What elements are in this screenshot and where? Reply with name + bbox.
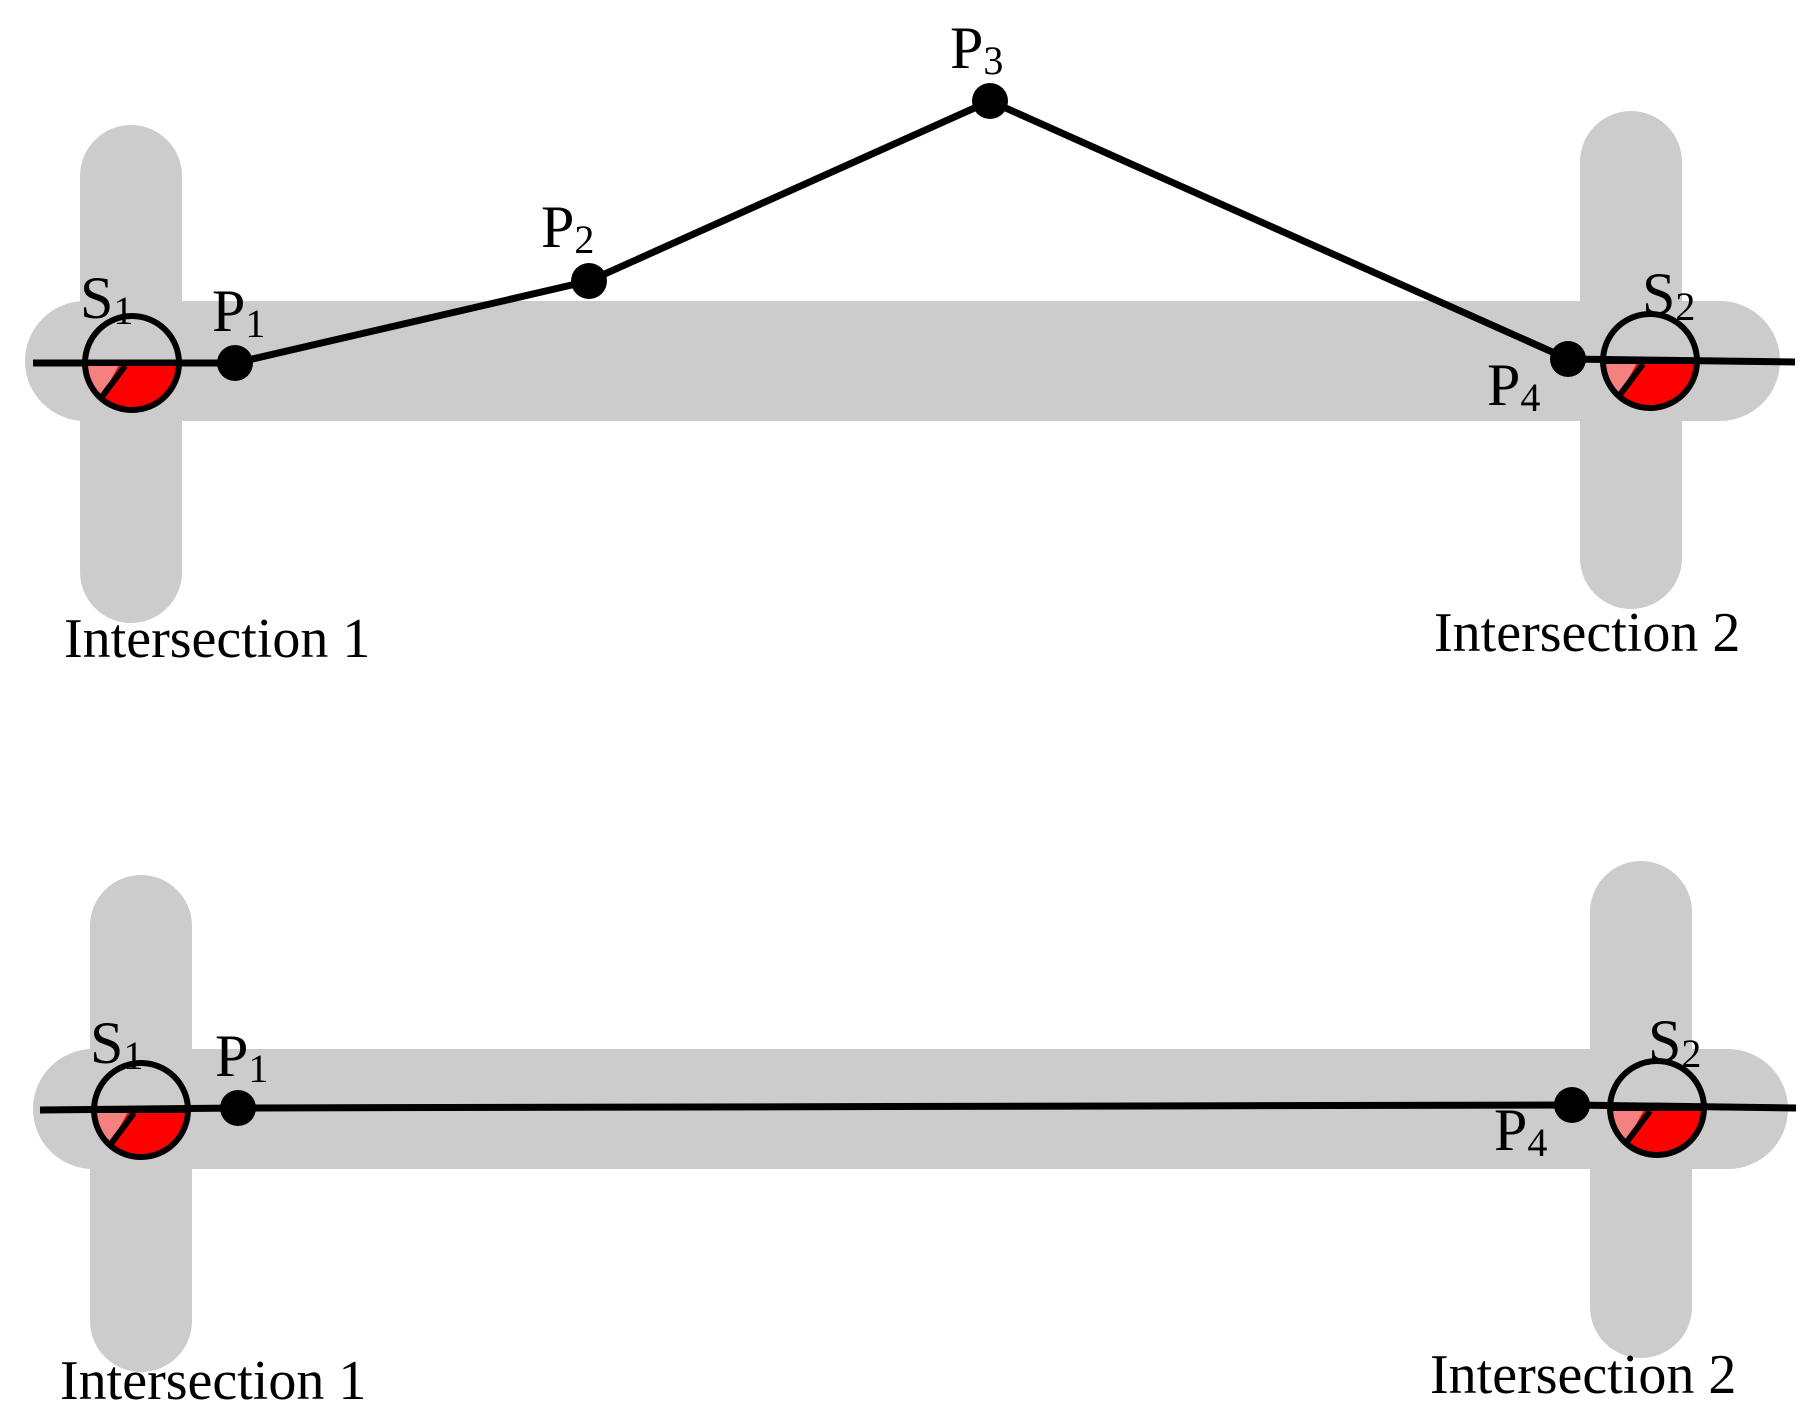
- bottom-label-p1: P1: [215, 1023, 268, 1091]
- top-label-p4: P4: [1487, 352, 1540, 420]
- top-intersection-1-label: Intersection 1: [64, 608, 370, 670]
- bottom-signal-s1-icon: [91, 1060, 191, 1160]
- bottom-point-p4: [1554, 1087, 1590, 1123]
- top-label-s1: S1: [80, 265, 133, 333]
- bottom-point-p1: [220, 1090, 256, 1126]
- top-point-p1: [217, 345, 253, 381]
- top-label-p1: P1: [212, 278, 265, 346]
- top-label-p3: P3: [950, 15, 1003, 83]
- top-point-p3: [972, 83, 1008, 119]
- top-intersection-2-label: Intersection 2: [1434, 602, 1740, 664]
- top-trajectory: [234, 97, 1570, 367]
- bottom-label-p4: P4: [1494, 1097, 1547, 1165]
- top-point-p4: [1550, 341, 1586, 377]
- bottom-intersection-1-label: Intersection 1: [60, 1350, 366, 1412]
- top-signal-s1-icon: [82, 313, 182, 413]
- bottom-label-s1: S1: [90, 1010, 143, 1078]
- top-main-road: [25, 301, 1780, 421]
- top-signal-s2-icon: [1600, 311, 1700, 411]
- top-label-s2: S2: [1642, 261, 1695, 329]
- bottom-panel: S1 P1 P4 S2 Intersection 1 Intersection …: [33, 861, 1797, 1412]
- bottom-label-s2: S2: [1648, 1008, 1701, 1076]
- top-point-p2: [571, 263, 607, 299]
- bottom-intersection-2-label: Intersection 2: [1430, 1344, 1736, 1406]
- top-panel: S1 P1 P2 P3 P4 S2 Intersection 1 Interse…: [25, 15, 1796, 670]
- top-label-p2: P2: [541, 194, 594, 262]
- bottom-signal-s2-icon: [1607, 1058, 1707, 1158]
